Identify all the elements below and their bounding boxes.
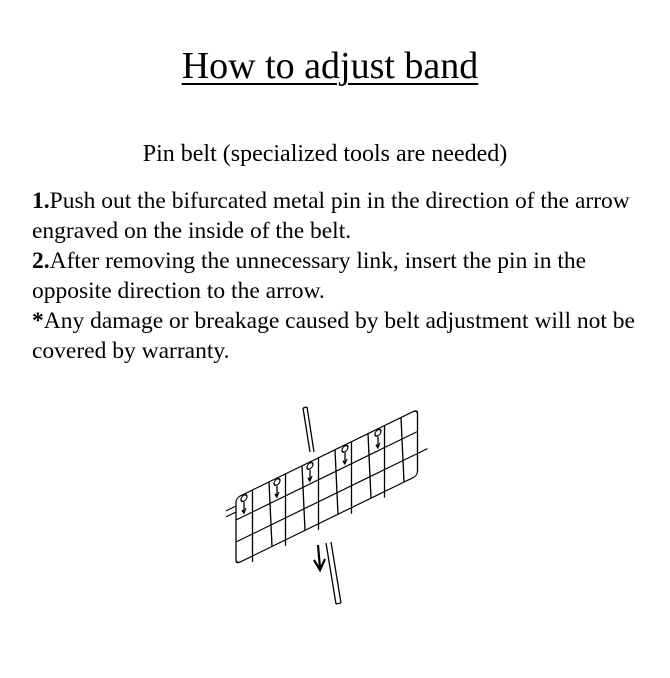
band-line: [226, 505, 236, 512]
push-direction-arrow-icon: [313, 544, 327, 573]
band-line: [417, 447, 428, 455]
band-line: [236, 452, 418, 543]
pin-circle-icon: [341, 444, 349, 453]
note-text: Any damage or breakage caused by belt ad…: [32, 308, 635, 364]
metal-band-icon: [226, 410, 428, 564]
band-line: [367, 433, 372, 499]
pin-arrow-icon: [307, 475, 313, 483]
pin-arrow-icon: [274, 492, 280, 499]
step-text: Push out the bifurcated metal pin in the…: [32, 188, 630, 244]
pin-circle-icon: [306, 461, 314, 470]
instructions: 1.Push out the bifurcated metal pin in t…: [32, 186, 652, 366]
pin-circle-icon: [240, 494, 248, 503]
pin-arrow-icon: [241, 508, 247, 515]
step-marker: 1.: [32, 188, 50, 214]
pin-rod-bottom: [325, 541, 342, 605]
pin-arrow-icon: [375, 442, 381, 450]
band-line: [236, 430, 418, 521]
band-line: [226, 511, 236, 518]
note-marker: *: [32, 308, 44, 334]
band-line: [334, 449, 339, 515]
band-line: [400, 417, 405, 483]
band-outline: [235, 410, 419, 564]
pin-circle-icon: [374, 428, 382, 437]
pin-arrow-icon: [342, 458, 348, 466]
step-text: After removing the unnecessary link, ins…: [32, 248, 587, 304]
step-marker: 2.: [32, 248, 50, 274]
page-title: How to adjust band: [181, 45, 479, 87]
pin-circle-icon: [273, 477, 281, 487]
section-subtitle: Pin belt (specialized tools are needed): [142, 141, 508, 167]
pin-rod-top: [302, 406, 315, 453]
band-line: [268, 481, 273, 547]
step-2: 2.After removing the unnecessary link, i…: [32, 246, 652, 306]
band-line: [301, 465, 306, 531]
step-1: 1.Push out the bifurcated metal pin in t…: [32, 186, 652, 246]
warranty-note: *Any damage or breakage caused by belt a…: [32, 306, 652, 366]
